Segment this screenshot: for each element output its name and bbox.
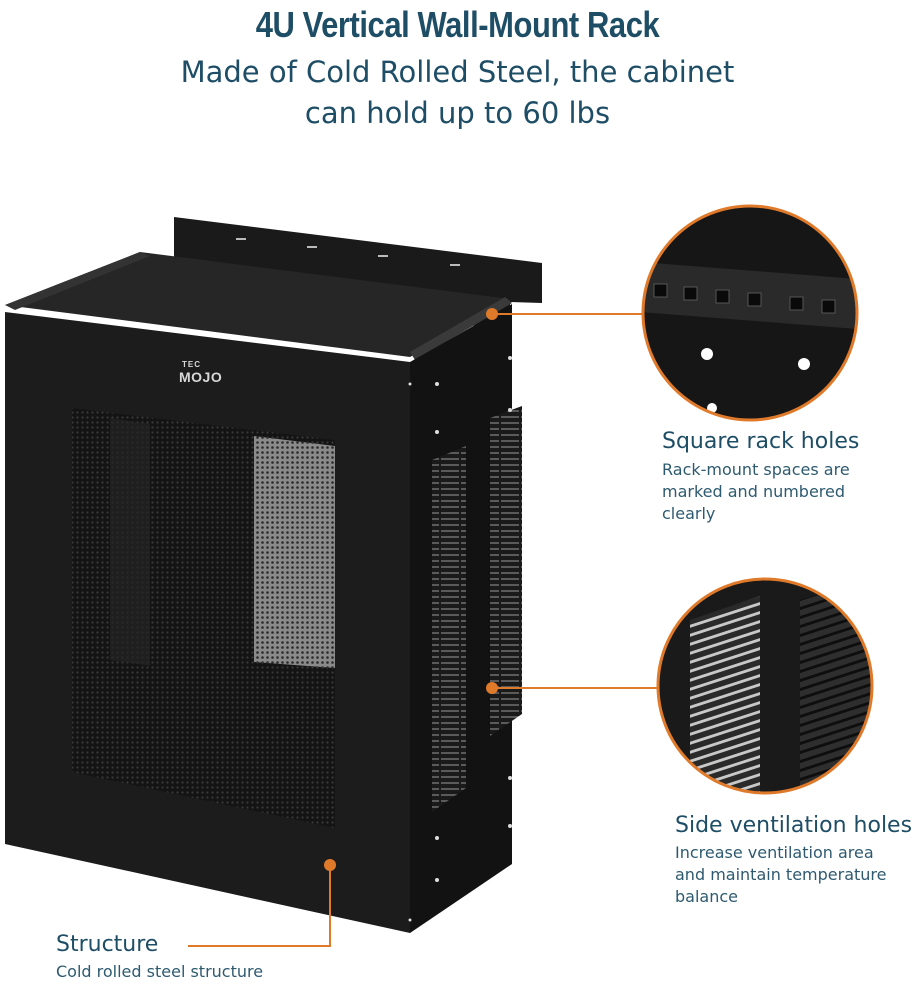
closeup-ring-2 xyxy=(656,577,874,795)
back-plate-slots xyxy=(236,238,460,266)
callout-lines xyxy=(188,313,660,947)
left-rail xyxy=(5,252,150,310)
callout-dots xyxy=(324,308,498,871)
mesh-shadow xyxy=(110,418,150,666)
callout-ventilation-desc: Increase ventilation area and maintain t… xyxy=(675,843,887,906)
closeup-rack-holes xyxy=(643,206,857,420)
callout-structure-desc: Cold rolled steel structure xyxy=(56,962,264,981)
closeup-side-vents xyxy=(658,579,872,793)
page-subtitle: Made of Cold Rolled Steel, the cabinet c… xyxy=(60,52,855,134)
side-screws xyxy=(408,356,512,922)
callout-ventilation-title: Side ventilation holes xyxy=(675,813,913,838)
mesh-highlight xyxy=(254,436,335,668)
closeup-ring-1 xyxy=(641,204,859,422)
subtitle-line-1: Made of Cold Rolled Steel, the cabinet xyxy=(180,55,735,89)
page-title: 4U Vertical Wall-Mount Rack xyxy=(255,4,660,45)
side-vent-left xyxy=(432,446,466,812)
callout-structure-title: Structure xyxy=(56,932,159,957)
callout-rack-holes-desc: Rack-mount spaces are marked and numbere… xyxy=(662,460,850,523)
side-vent-right xyxy=(490,406,522,736)
top-opening xyxy=(5,252,510,357)
callout-rack-holes-title: Square rack holes xyxy=(662,429,860,454)
subtitle-line-2: can hold up to 60 lbs xyxy=(304,96,611,130)
